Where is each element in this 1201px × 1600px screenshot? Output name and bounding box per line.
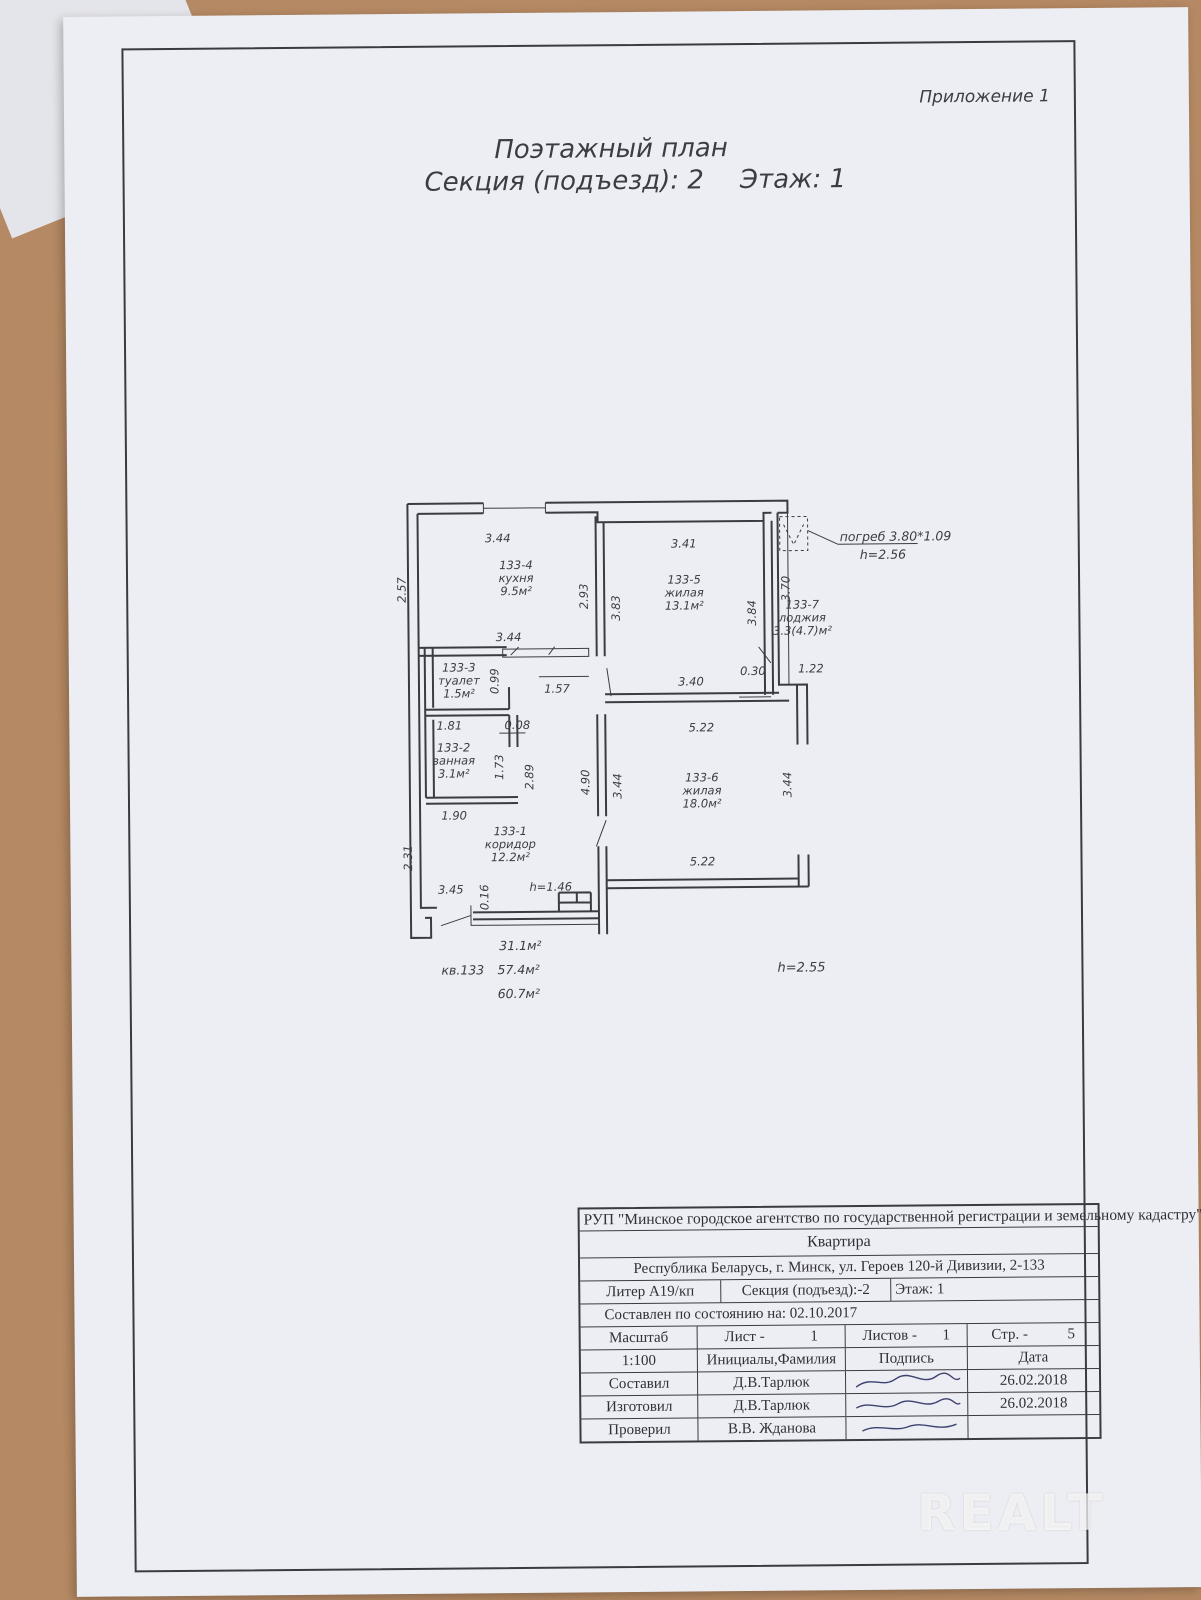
liter: Литер А19/кп — [606, 1282, 695, 1300]
signature-icon — [845, 1393, 968, 1417]
sign-date: 26.02.2018 — [966, 1368, 1100, 1393]
col-sign: Подпись — [844, 1347, 967, 1371]
dim-room6-right: 3.44 — [780, 771, 795, 798]
scale-value: 1:100 — [621, 1352, 657, 1369]
area-living: 31.1м² — [499, 937, 542, 954]
sign-date — [967, 1414, 1100, 1439]
watermark-logo: REALT — [916, 1484, 1106, 1542]
dim-kitchen-top: 3.44 — [484, 531, 511, 546]
dim-bath-top: 1.81 — [436, 718, 463, 733]
signature-icon — [845, 1416, 968, 1440]
person-name: Д.В.Тарлюк — [696, 1371, 846, 1395]
apartment-number: кв.133 — [441, 962, 485, 978]
cellar-height: h=2.56 — [859, 546, 907, 563]
dim-room5-right: 3.84 — [744, 600, 759, 626]
dim-corridor-left: 2.31 — [400, 845, 416, 871]
dim-room5-left: 3.83 — [608, 595, 623, 622]
table-row: Составил Д.В.Тарлюк 26.02.2018 — [580, 1367, 1100, 1396]
floor-plan-drawing — [406, 499, 918, 939]
person-name: В.В. Жданова — [697, 1417, 846, 1441]
stamp-floor: Этаж: 1 — [890, 1276, 1099, 1301]
role: Проверил — [608, 1421, 671, 1438]
address: Республика Беларусь, г. Минск, ул. Герое… — [633, 1256, 1045, 1277]
sign-date: 26.02.2018 — [967, 1391, 1100, 1416]
section-title: Секция (подъезд): 2 — [424, 165, 704, 198]
dim-room5-top: 3.41 — [670, 536, 697, 551]
dim-entry-v: 0.16 — [477, 884, 492, 911]
niche-height: h=1.46 — [529, 879, 573, 894]
dim-room6-bottom: 5.22 — [689, 854, 716, 869]
role: Изготовил — [606, 1398, 673, 1415]
scale-label: Масштаб — [608, 1329, 669, 1346]
as-of-date: Составлен по состоянию на: 02.10.2017 — [604, 1304, 858, 1323]
signature-icon — [844, 1370, 968, 1394]
dim-bath-gap: 0.08 — [504, 717, 531, 733]
dim-toilet-v: 0.99 — [487, 668, 502, 695]
dim-wall: 0.30 — [739, 663, 766, 679]
title-block: РУП "Минское городское агентство по госу… — [577, 1202, 1201, 1444]
dim-room6-top: 5.22 — [688, 720, 715, 735]
page-title: Поэтажный план — [494, 133, 728, 166]
col-name: Инициалы,Фамилия — [696, 1348, 845, 1372]
dim-kitchen-bottom: 3.44 — [495, 629, 522, 645]
dim-kitchen-left: 2.57 — [394, 577, 409, 603]
dim-corridor-v: 4.90 — [578, 769, 593, 796]
floor-title: Этаж: 1 — [739, 164, 847, 196]
dim-kitchen-right: 2.93 — [576, 583, 591, 610]
dim-entry-w: 3.45 — [437, 882, 464, 897]
person-name: Д.В.Тарлюк — [697, 1394, 846, 1418]
appendix-label: Приложение 1 — [919, 86, 1050, 108]
area-total: 57.4м² — [497, 961, 540, 978]
stamp-section: Секция (подъезд):-2 — [720, 1278, 891, 1303]
cellar-label: погреб 3.80*1.09 — [839, 528, 952, 545]
ceiling-height: h=2.55 — [777, 960, 826, 976]
dim-bath-v: 1.73 — [492, 754, 507, 781]
object-kind: Квартира — [806, 1232, 871, 1251]
sheet-cell: Лист -1 — [696, 1325, 845, 1349]
table-row: Изготовил Д.В.Тарлюк 26.02.2018 — [581, 1390, 1100, 1419]
dim-loggia-w: 1.22 — [797, 661, 824, 676]
dim-bath-v2: 2.89 — [522, 764, 537, 790]
col-date: Дата — [966, 1345, 1099, 1370]
document-sheet: Приложение 1 Поэтажный план Секция (подъ… — [63, 7, 1201, 1597]
organization-name: РУП "Минское городское агентство по госу… — [583, 1206, 1201, 1229]
section-floor-title: Секция (подъезд): 2 Этаж: 1 — [424, 164, 846, 198]
dim-room6-left: 3.44 — [610, 773, 625, 799]
drawing-frame: Приложение 1 Поэтажный план Секция (подъ… — [121, 40, 1089, 1573]
sheets-cell: Листов -1 — [844, 1324, 967, 1348]
dim-corridor-w: 1.57 — [544, 681, 570, 696]
table-row: Проверил В.В. Жданова — [581, 1413, 1100, 1442]
page-cell: Стр. -5 — [966, 1322, 1099, 1347]
role: Составил — [608, 1375, 670, 1392]
dim-room5-bottom: 3.40 — [678, 674, 704, 689]
dim-bath-bottom: 1.90 — [441, 808, 467, 823]
area-full: 60.7м² — [497, 985, 541, 1002]
